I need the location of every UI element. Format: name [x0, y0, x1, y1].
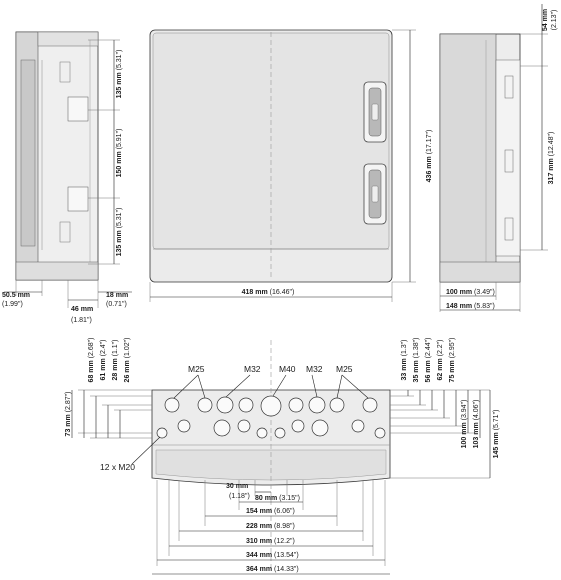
label-m40: M40: [279, 364, 296, 374]
left-bottom-dimensions: 50.5 mm (1.99") 46 mm (1.81") 18 mm (0.7…: [2, 280, 132, 324]
dim-54-inch: (2.13"): [551, 10, 558, 31]
dim-56: 56 mm (2.44"): [425, 338, 432, 383]
dim-344: 344 mm (13.54"): [246, 552, 299, 559]
dim-317: 317 mm (12.48"): [548, 132, 555, 185]
dim-46: 46 mm: [71, 306, 93, 313]
bottom-left-dimensions: 68 mm (2.68") 61 mm (2.4") 28 mm (1.1") …: [65, 338, 152, 439]
dim-100-side: 100 mm (3.49"): [446, 289, 495, 296]
knockout-m25: [238, 397, 254, 413]
knockout-m20: [274, 427, 286, 439]
knockout-m20: [256, 427, 268, 439]
knockout-m32: [308, 396, 326, 414]
knockout-m20: [177, 419, 191, 433]
label-m20: 12 x M20: [100, 462, 135, 472]
dim-150: 150 mm (5.91"): [116, 129, 123, 178]
dim-28: 28 mm (1.1"): [112, 339, 119, 380]
dim-310: 310 mm (12.2"): [246, 538, 295, 545]
knockout-m32: [216, 396, 234, 414]
dim-100-bottom: 100 mm (3.94"): [461, 400, 468, 449]
dim-135-bottom: 135 mm (5.31"): [116, 208, 123, 257]
knockout-m20: [291, 419, 305, 433]
bottom-view: [151, 340, 391, 570]
dim-26: 26 mm (1.02"): [124, 338, 131, 383]
dim-145: 145 mm (5.71"): [493, 410, 500, 459]
front-view: [149, 29, 393, 283]
label-m25-left: M25: [188, 364, 205, 374]
knockout-m25: [362, 397, 378, 413]
dim-46-inch: (1.81"): [71, 317, 92, 324]
dim-33: 33 mm (1.3"): [401, 339, 408, 380]
knockout-m32: [213, 419, 231, 437]
dim-436: 436 mm (17.17"): [426, 130, 433, 183]
dim-30: 30 mm: [226, 483, 248, 490]
dim-364: 364 mm (14.33"): [246, 566, 299, 573]
knockout-m20: [351, 419, 365, 433]
dim-18-inch: (0.71"): [106, 301, 127, 308]
door-latch-bottom: [363, 163, 387, 225]
right-side-dimensions: 54 mm (2.13") 317 mm (12.48") 100 mm (3.…: [439, 4, 558, 312]
dim-62: 62 mm (2.2"): [437, 339, 444, 380]
knockout-m25: [164, 397, 180, 413]
dim-75: 75 mm (2.95"): [449, 338, 456, 383]
dim-154: 154 mm (6.06"): [246, 508, 295, 515]
dim-35: 35 mm (1.38"): [413, 338, 420, 383]
knockout-m32: [311, 419, 329, 437]
dim-68: 68 mm (2.68"): [88, 338, 95, 383]
left-vertical-dimensions: 135 mm (5.31") 150 mm (5.91") 135 mm (5.…: [88, 39, 123, 265]
dim-30-inch: (1.18"): [229, 493, 250, 500]
dim-103: 103 mm (4.06"): [473, 400, 480, 449]
front-dimensions: 436 mm (17.17") 418 mm (16.46"): [149, 29, 433, 302]
knockout-m40: [260, 395, 282, 417]
knockout-m25: [329, 397, 345, 413]
dim-50-5-inch: (1.99"): [2, 301, 23, 308]
knockout-m20: [374, 427, 386, 439]
knockout-labels: M25 M32 M40 M32 M25 12 x M20: [100, 364, 369, 472]
label-m25-right: M25: [336, 364, 353, 374]
bottom-right-dimensions: 33 mm (1.3") 35 mm (1.38") 56 mm (2.44")…: [390, 338, 500, 479]
label-m32-right: M32: [306, 364, 323, 374]
dim-50-5: 50.5 mm: [2, 292, 30, 299]
knockout-m20: [237, 419, 251, 433]
dim-80: 80 mm (3.15"): [255, 495, 300, 502]
dim-61: 61 mm (2.4"): [100, 339, 107, 380]
dim-54: 54 mm: [542, 9, 549, 31]
dim-418: 418 mm (16.46"): [242, 289, 295, 296]
bottom-width-dimensions: 30 mm (1.18") 80 mm (3.15") 154 mm (6.06…: [152, 480, 390, 575]
knockout-m25: [288, 397, 304, 413]
left-side-view: [15, 31, 99, 281]
dim-228: 228 mm (8.98"): [246, 523, 295, 530]
dim-148: 148 mm (5.83"): [446, 303, 495, 310]
right-side-view: [439, 33, 521, 283]
door-latch-top: [363, 81, 387, 143]
dim-18: 18 mm: [106, 292, 128, 299]
dim-73: 73 mm (2.87"): [65, 392, 72, 437]
dim-135-top: 135 mm (5.31"): [116, 50, 123, 99]
label-m32-left: M32: [244, 364, 261, 374]
knockout-m25: [197, 397, 213, 413]
knockout-m20: [156, 427, 168, 439]
